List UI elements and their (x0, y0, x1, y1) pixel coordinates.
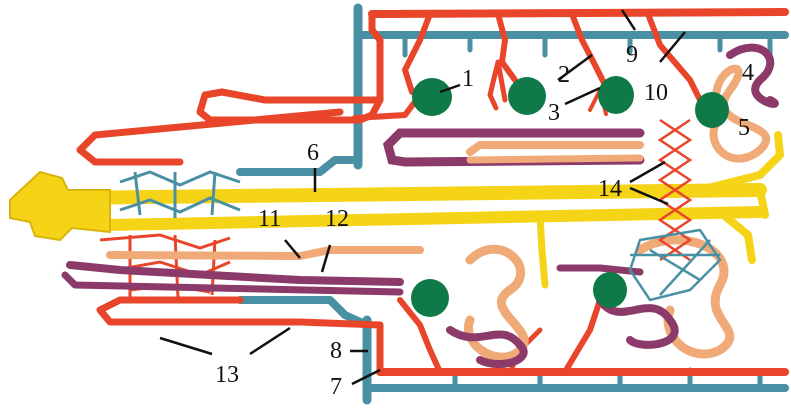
glomerulus-1 (412, 78, 452, 116)
lower-arteriole-2 (565, 300, 600, 372)
distal-coil-lower-1 (450, 330, 524, 364)
glomerulus-6 (593, 272, 627, 308)
label-5: 5 (738, 115, 750, 141)
glomerulus-3 (598, 76, 634, 114)
label-3: 3 (548, 100, 560, 126)
label-14: 14 (598, 176, 622, 202)
lower-loop-of-henle (65, 250, 640, 292)
upper-vein-bend (240, 160, 358, 172)
label-4: 4 (742, 60, 754, 86)
upper-artery-horizontal (372, 12, 785, 14)
collecting-duct-branch-lower (720, 212, 752, 260)
label-12: 12 (325, 206, 349, 232)
label-1: 1 (462, 66, 474, 92)
label-6: 6 (307, 140, 319, 166)
label-10: 10 (644, 80, 668, 106)
upper-artery-vertical (372, 14, 380, 100)
label-11: 11 (258, 206, 281, 232)
label-7: 7 (330, 374, 342, 400)
thin-limb-11 (110, 250, 420, 256)
label-2: 2 (558, 62, 570, 88)
thick-limb-12 (70, 265, 400, 282)
label-9: 9 (626, 42, 638, 68)
collecting-duct-main (60, 190, 760, 198)
label-13: 13 (215, 362, 239, 388)
glomerulus-5 (411, 279, 449, 317)
renal-pelvis-outlet (10, 172, 110, 240)
label-8: 8 (330, 338, 342, 364)
afferent-arteriole-3 (572, 14, 605, 85)
glomerulus-4 (695, 92, 729, 128)
upper-loop-of-henle (388, 133, 640, 162)
glomerulus-2 (508, 77, 546, 115)
